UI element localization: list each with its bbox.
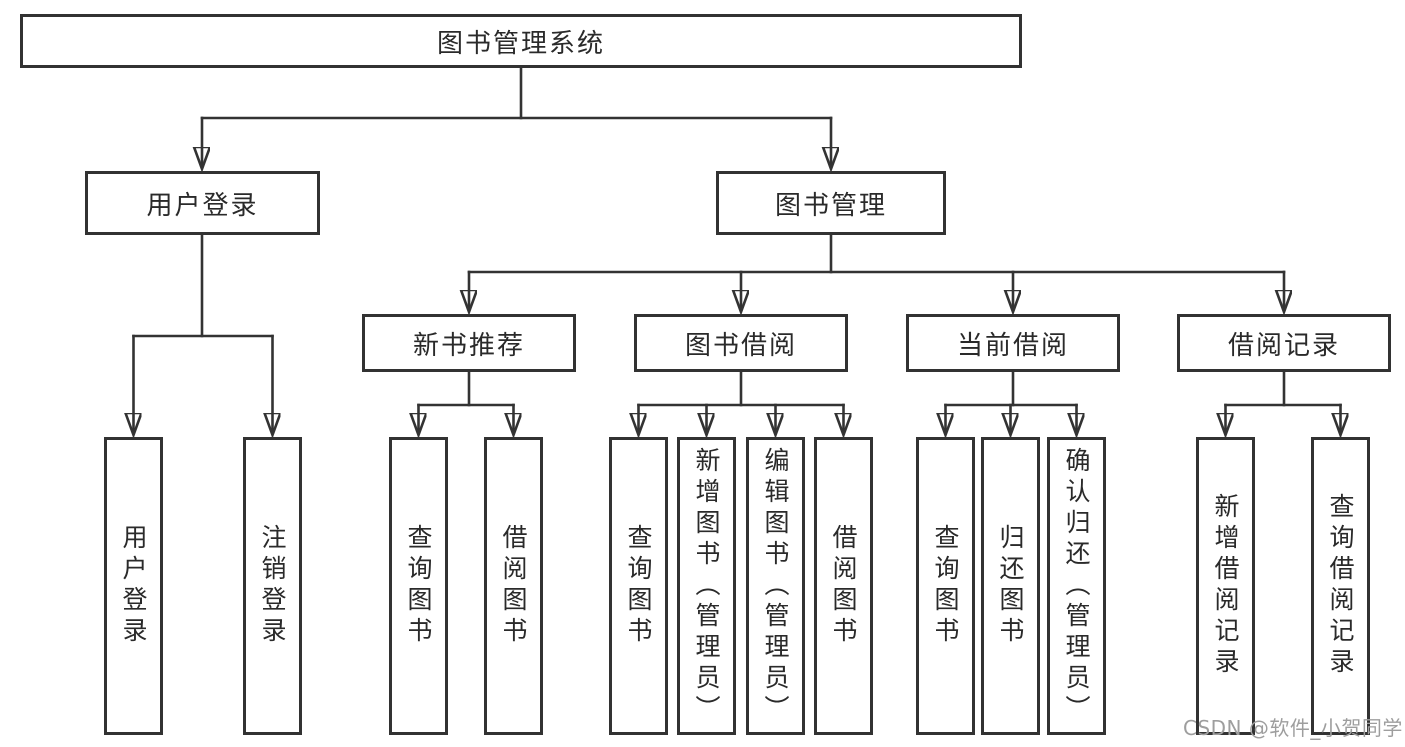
edges-book-management-branch [469, 233, 1284, 310]
edges-root [202, 66, 831, 167]
leaf-add-books-admin: 新增图书（管理员） [677, 437, 736, 735]
leaf-add-borrow-record: 新增借阅记录 [1196, 437, 1255, 735]
edges-current-borrowing [946, 370, 1077, 433]
node-book-borrowing-label: 图书借阅 [684, 330, 797, 361]
leaf-borrow-books-recommend: 借阅图书 [484, 437, 543, 735]
leaf-borrow-books-recommend-label: 借阅图书 [499, 524, 528, 648]
leaf-query-borrow-record-label: 查询借阅记录 [1326, 493, 1355, 679]
node-library-management-system: 图书管理系统 [20, 14, 1022, 68]
node-user-login-branch-label: 用户登录 [146, 190, 259, 221]
leaf-query-books-current-label: 查询图书 [931, 524, 960, 648]
node-current-borrowing: 当前借阅 [906, 314, 1120, 372]
node-book-management-label: 图书管理 [774, 190, 887, 221]
leaf-query-books-recommend-label: 查询图书 [404, 524, 433, 648]
node-user-login-branch: 用户登录 [85, 171, 320, 235]
node-borrow-records-label: 借阅记录 [1227, 330, 1340, 361]
leaf-edit-books-admin: 编辑图书（管理员） [746, 437, 805, 735]
node-borrow-records: 借阅记录 [1177, 314, 1391, 372]
node-book-management: 图书管理 [716, 171, 946, 235]
leaf-add-borrow-record-label: 新增借阅记录 [1211, 493, 1240, 679]
node-new-book-recommend-label: 新书推荐 [412, 330, 525, 361]
leaf-return-books: 归还图书 [981, 437, 1040, 735]
csdn-watermark: CSDN @软件_小贺同学 [1183, 716, 1403, 740]
edges-user-login-branch [134, 233, 273, 433]
leaf-confirm-return-admin-label: 确认归还（管理员） [1062, 446, 1091, 726]
leaf-borrow-books-borrowing-label: 借阅图书 [829, 524, 858, 648]
leaf-query-books-borrowing: 查询图书 [609, 437, 668, 735]
node-library-management-system-label: 图书管理系统 [436, 28, 605, 59]
leaf-user-login: 用户登录 [104, 437, 163, 735]
leaf-query-books-current: 查询图书 [916, 437, 975, 735]
edges-book-borrowing [639, 370, 844, 433]
leaf-query-books-recommend: 查询图书 [389, 437, 448, 735]
leaf-logout-label: 注销登录 [258, 524, 287, 648]
leaf-return-books-label: 归还图书 [996, 524, 1025, 648]
edges-new-book-recommend [419, 370, 514, 433]
leaf-query-borrow-record: 查询借阅记录 [1311, 437, 1370, 735]
leaf-query-books-borrowing-label: 查询图书 [624, 524, 653, 648]
leaf-add-books-admin-label: 新增图书（管理员） [692, 446, 721, 726]
leaf-logout: 注销登录 [243, 437, 302, 735]
node-book-borrowing: 图书借阅 [634, 314, 848, 372]
leaf-user-login-label: 用户登录 [119, 524, 148, 648]
edges-borrow-records [1226, 370, 1341, 433]
node-current-borrowing-label: 当前借阅 [956, 330, 1069, 361]
node-new-book-recommend: 新书推荐 [362, 314, 576, 372]
leaf-borrow-books-borrowing: 借阅图书 [814, 437, 873, 735]
leaf-confirm-return-admin: 确认归还（管理员） [1047, 437, 1106, 735]
leaf-edit-books-admin-label: 编辑图书（管理员） [761, 446, 790, 726]
